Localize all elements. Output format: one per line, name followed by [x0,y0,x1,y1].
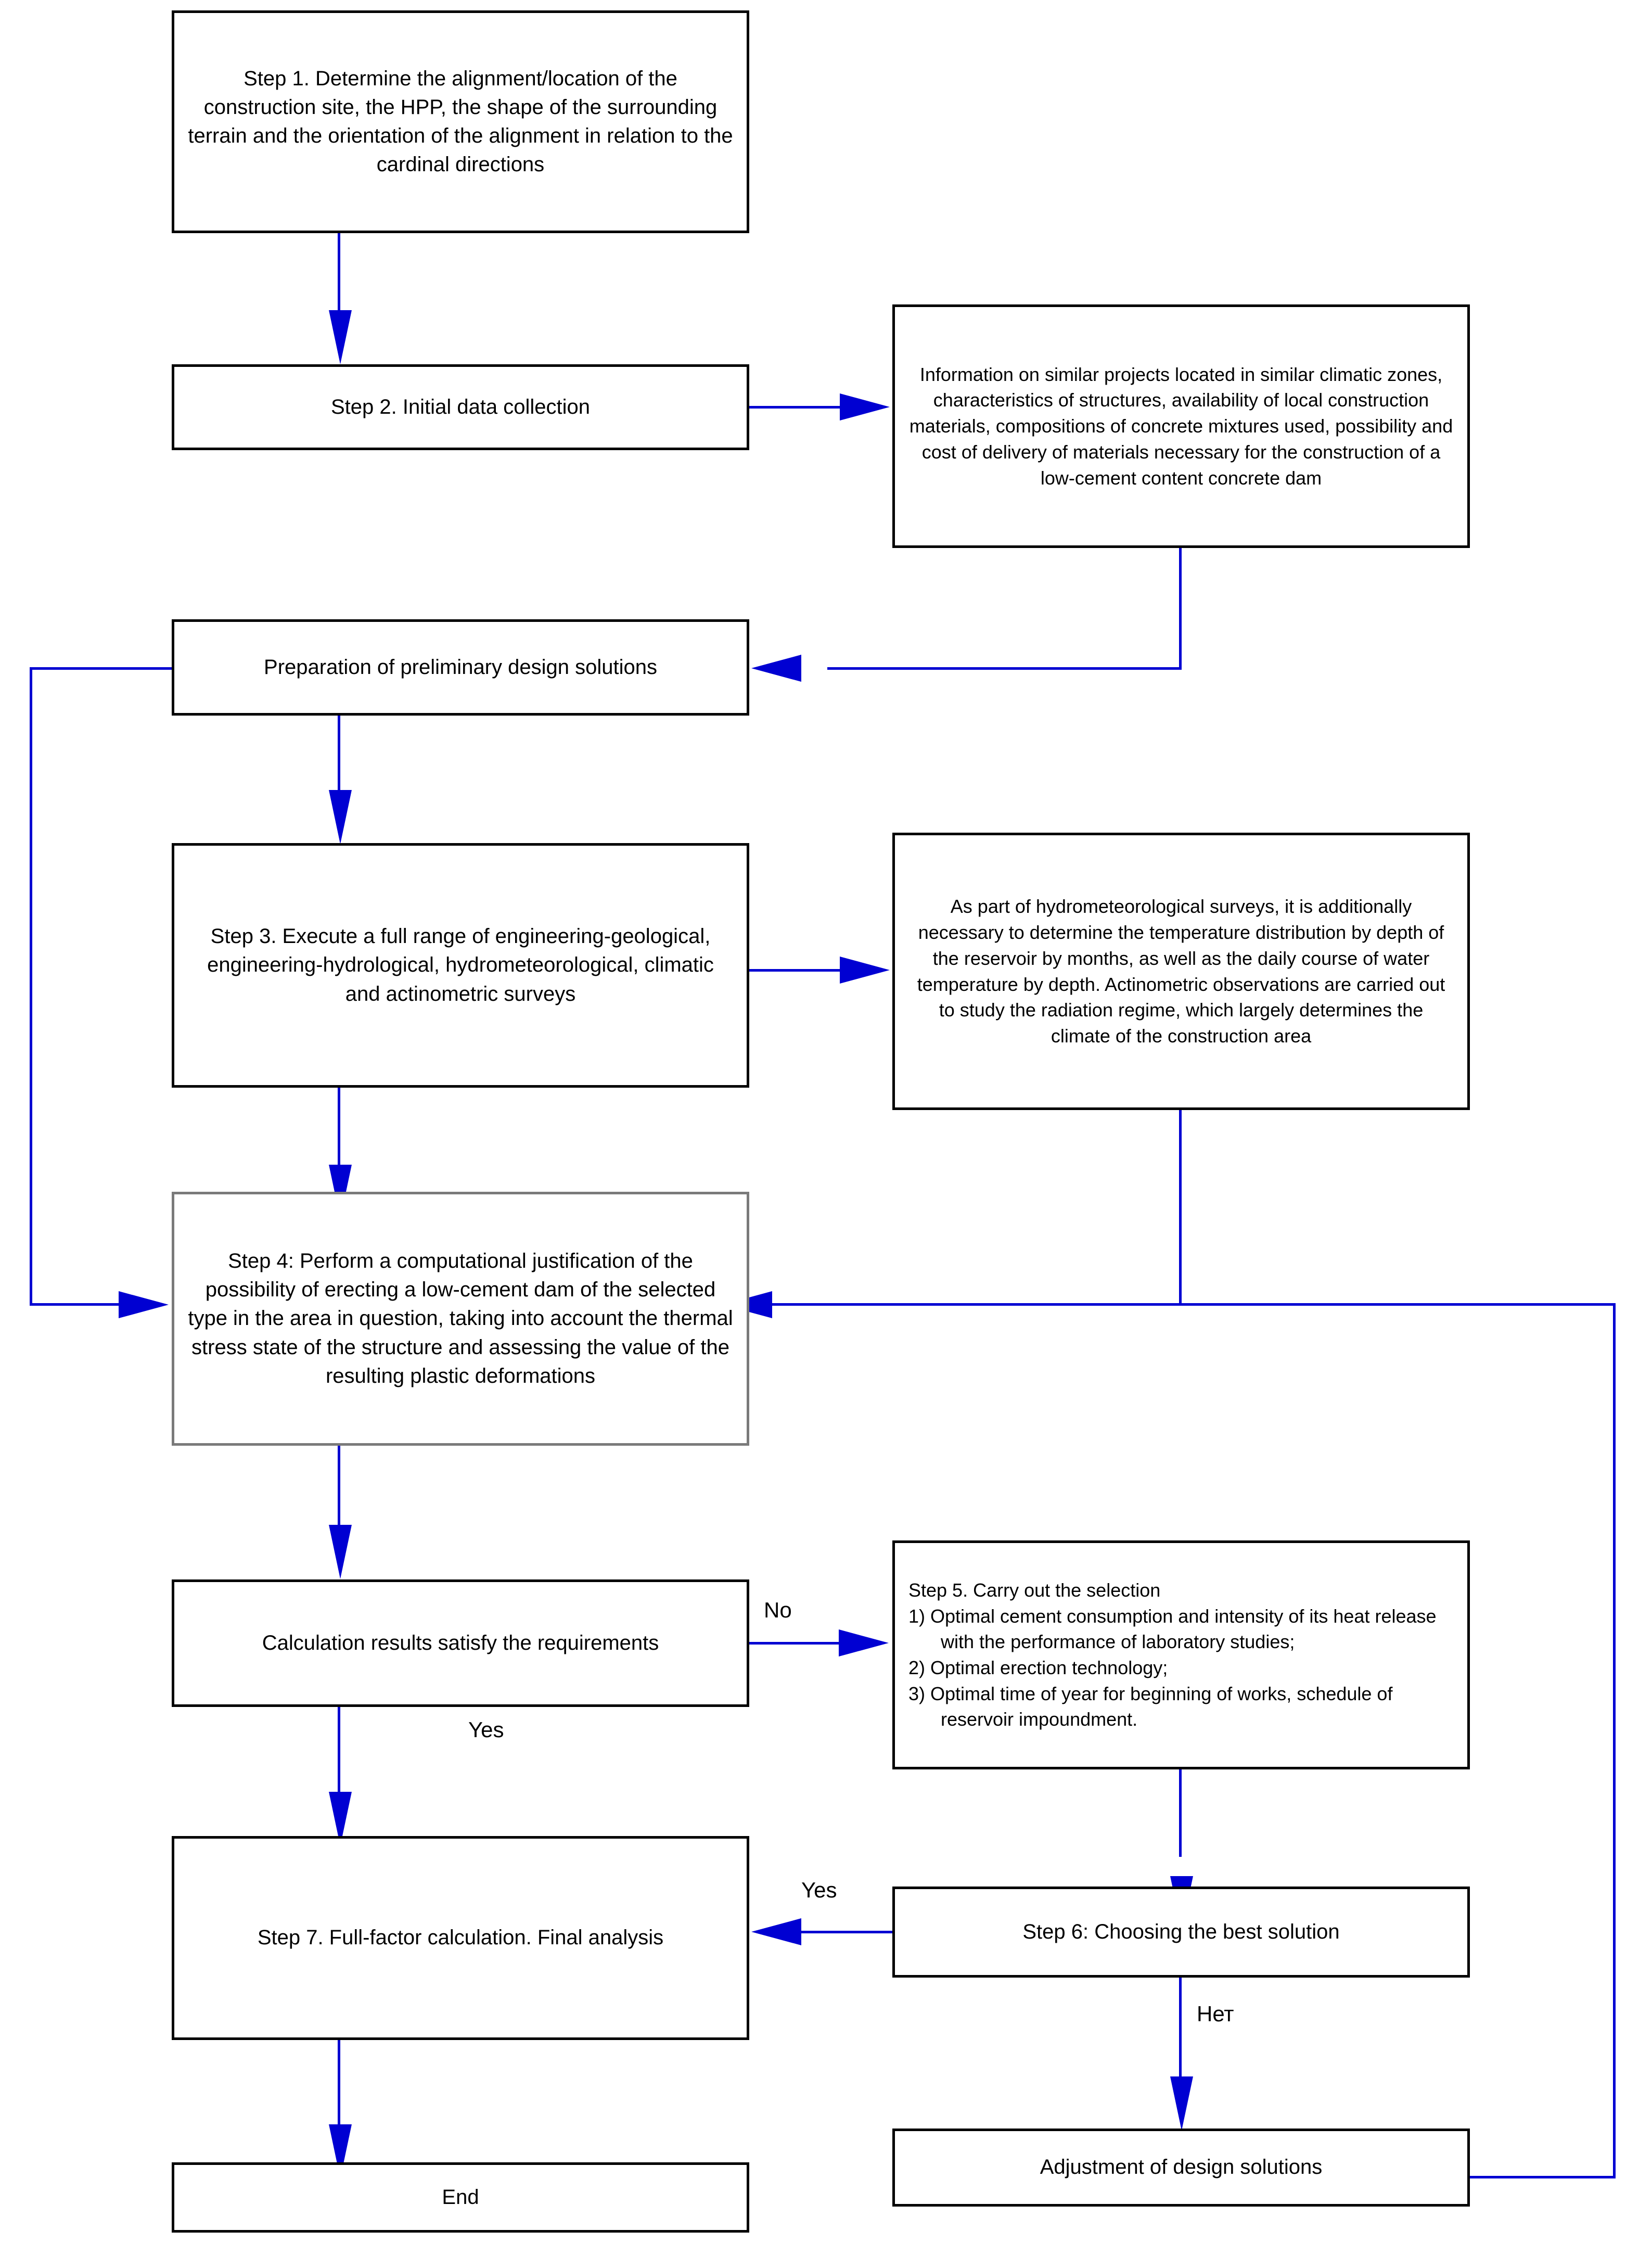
node-adjustment-of-design-solutions[interactable]: Adjustment of design solutions [892,2129,1470,2207]
node-step6-label: Step 6: Choosing the best solution [1022,1920,1340,1943]
node-step5-item-2: 2) Optimal erection technology; [908,1657,1168,1678]
node-end[interactable]: End [172,2162,749,2233]
node-adjustment-label: Adjustment of design solutions [1040,2156,1323,2179]
connector-step5-to-step6 [1179,1769,1182,1857]
arrowhead-step4-to-decision [329,1525,352,1579]
node-step5-item-1: 1) Optimal cement consumption and intens… [908,1605,1437,1653]
node-step1-label: Step 1. Determine the alignment/location… [188,67,733,176]
connector-decision-yes-to-step7 [338,1707,340,1795]
arrowhead-step1-to-step2 [329,310,352,364]
node-step1[interactable]: Step 1. Determine the alignment/location… [172,10,749,233]
connector-step7-to-end [338,2040,340,2130]
connector-hydromet-down [1179,1110,1182,1305]
node-information-similar-projects[interactable]: Information on similar projects located … [892,304,1470,548]
node-step5-heading: Step 5. Carry out the selection [908,1579,1161,1601]
connector-step6-net-to-adjustment [1179,1978,1182,2082]
connector-left-rail-to-step4 [30,1303,134,1306]
arrowhead-preliminary-to-step3 [329,790,352,844]
connector-info-to-preliminary [827,667,1182,670]
arrowhead-step3-to-hydromet [840,957,890,984]
connector-step1-to-step2 [338,233,340,312]
edge-label-yes-left: Yes [801,1878,837,1902]
connector-info-down [1179,548,1182,669]
connector-far-right-rail [1613,1303,1616,2178]
connector-right-rail-to-step4 [770,1303,1616,1306]
connector-step6-yes-to-step7 [799,1931,893,1933]
node-step2-label: Step 2. Initial data collection [330,395,591,418]
connector-decision-no-to-step5 [749,1642,842,1645]
node-hydrometeorological-label: As part of hydrometeorological surveys, … [917,896,1445,1047]
node-decision-calculation-results[interactable]: Calculation results satisfy the requirem… [172,1579,749,1707]
node-end-label: End [442,2185,479,2209]
arrowhead-info-to-preliminary [751,655,801,682]
node-step7[interactable]: Step 7. Full-factor calculation. Final a… [172,1836,749,2040]
node-step4[interactable]: Step 4: Perform a computational justific… [172,1192,749,1446]
edge-label-net: Нет [1197,2002,1234,2026]
connector-preliminary-left-out [30,667,173,670]
edge-label-no: No [764,1598,792,1622]
connector-step3-to-step4 [338,1088,340,1168]
node-information-label: Information on similar projects located … [909,363,1453,489]
node-step3[interactable]: Step 3. Execute a full range of engineer… [172,843,749,1088]
connector-adjustment-to-far-right-rail [1470,2176,1616,2178]
node-preliminary-design-solutions[interactable]: Preparation of preliminary design soluti… [172,619,749,716]
connector-preliminary-to-step3 [338,716,340,794]
connector-left-rail [30,667,32,1305]
node-step4-label: Step 4: Perform a computational justific… [188,1250,733,1387]
node-step5-item-3: 3) Optimal time of year for beginning of… [908,1683,1393,1730]
arrowhead-decision-no-to-step5 [839,1629,889,1656]
arrowhead-step6-net-to-adjustment [1170,2076,1193,2131]
edge-label-yes-down: Yes [468,1717,504,1742]
arrowhead-step2-to-info [840,393,890,420]
connector-step4-to-decision [338,1446,340,1528]
connector-step3-to-hydromet [749,969,843,972]
node-step7-label: Step 7. Full-factor calculation. Final a… [257,1926,664,1949]
node-step6[interactable]: Step 6: Choosing the best solution [892,1887,1470,1978]
node-step2[interactable]: Step 2. Initial data collection [172,364,749,450]
connector-step2-to-info [749,406,843,409]
arrowhead-left-rail-to-step4 [119,1291,169,1318]
node-step5[interactable]: Step 5. Carry out the selection 1) Optim… [892,1540,1470,1769]
node-preliminary-design-label: Preparation of preliminary design soluti… [264,655,657,679]
node-hydrometeorological-note[interactable]: As part of hydrometeorological surveys, … [892,833,1470,1110]
arrowhead-step6-yes-to-step7 [751,1918,801,1945]
node-step3-label: Step 3. Execute a full range of engineer… [207,925,714,1005]
node-decision-label: Calculation results satisfy the requirem… [262,1631,659,1654]
